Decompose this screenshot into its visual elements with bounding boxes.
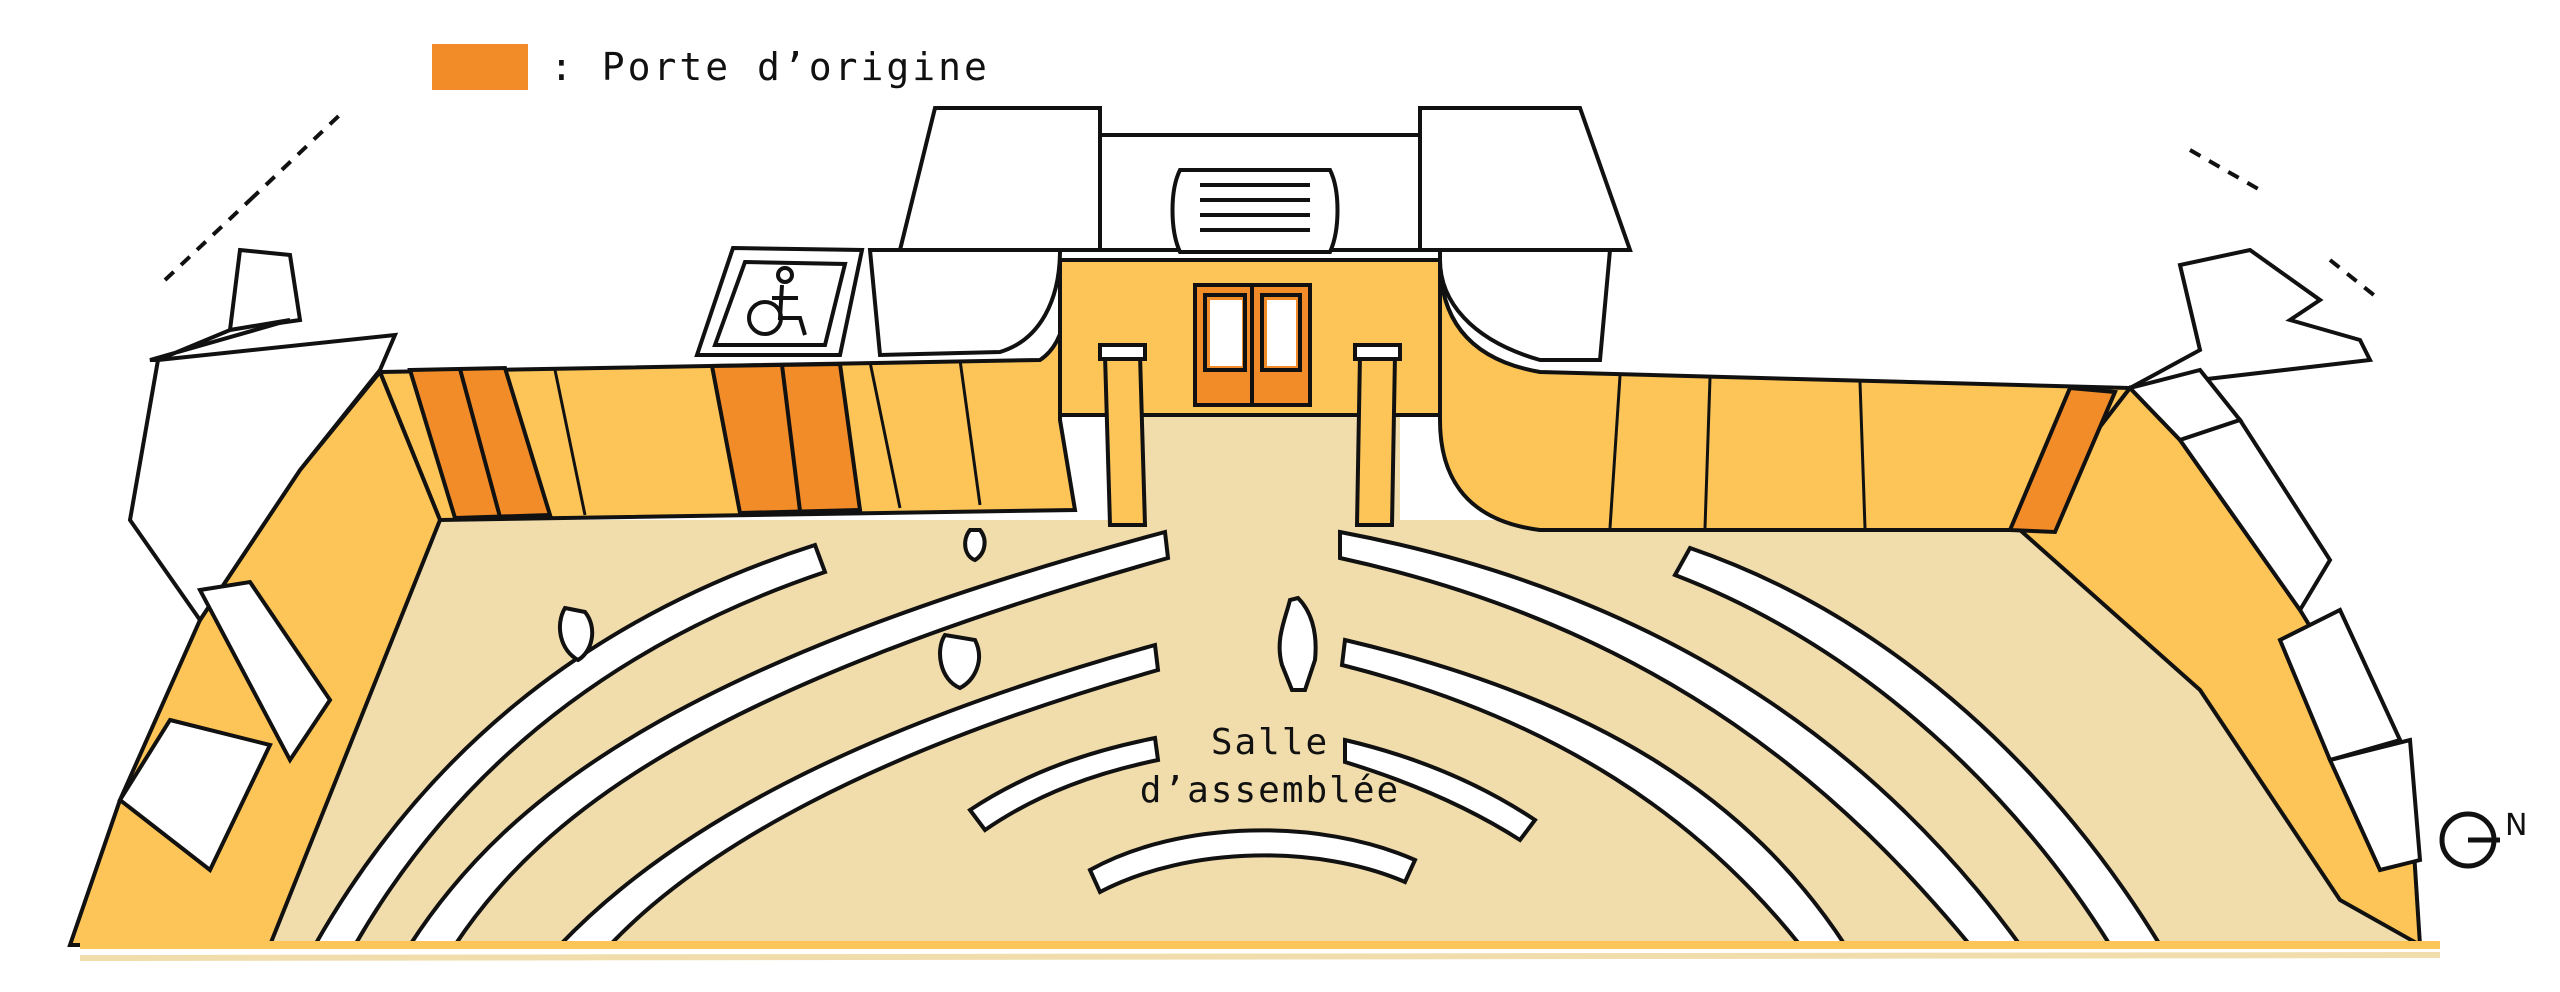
original-door bbox=[709, 361, 863, 516]
bench-row bbox=[1343, 737, 1538, 843]
left-outer-structure bbox=[117, 247, 399, 874]
pillar-right bbox=[1354, 353, 1398, 527]
wheelchair-icon bbox=[694, 245, 865, 357]
bench-row bbox=[967, 735, 1161, 833]
bench-row bbox=[555, 642, 1161, 947]
room-name-line2: d’assemblée bbox=[1139, 770, 1401, 811]
original-door bbox=[2007, 385, 2118, 535]
legend-label: : Porte d’origine bbox=[550, 45, 990, 89]
bench-row bbox=[1087, 828, 1418, 895]
bench-row bbox=[311, 542, 828, 947]
pillar-left bbox=[1102, 353, 1148, 527]
north-label: N bbox=[2505, 808, 2528, 843]
legend-swatch bbox=[432, 44, 528, 90]
upper-structure bbox=[867, 106, 1633, 362]
legend: : Porte d’origine bbox=[432, 42, 990, 92]
people-figures bbox=[557, 528, 1318, 692]
room-name-line1: Salle bbox=[1210, 722, 1330, 763]
hall-floor bbox=[205, 520, 2420, 945]
north-arrow-icon bbox=[2439, 811, 2500, 869]
right-outer-structure bbox=[2126, 247, 2423, 873]
bench-row bbox=[406, 529, 1171, 947]
